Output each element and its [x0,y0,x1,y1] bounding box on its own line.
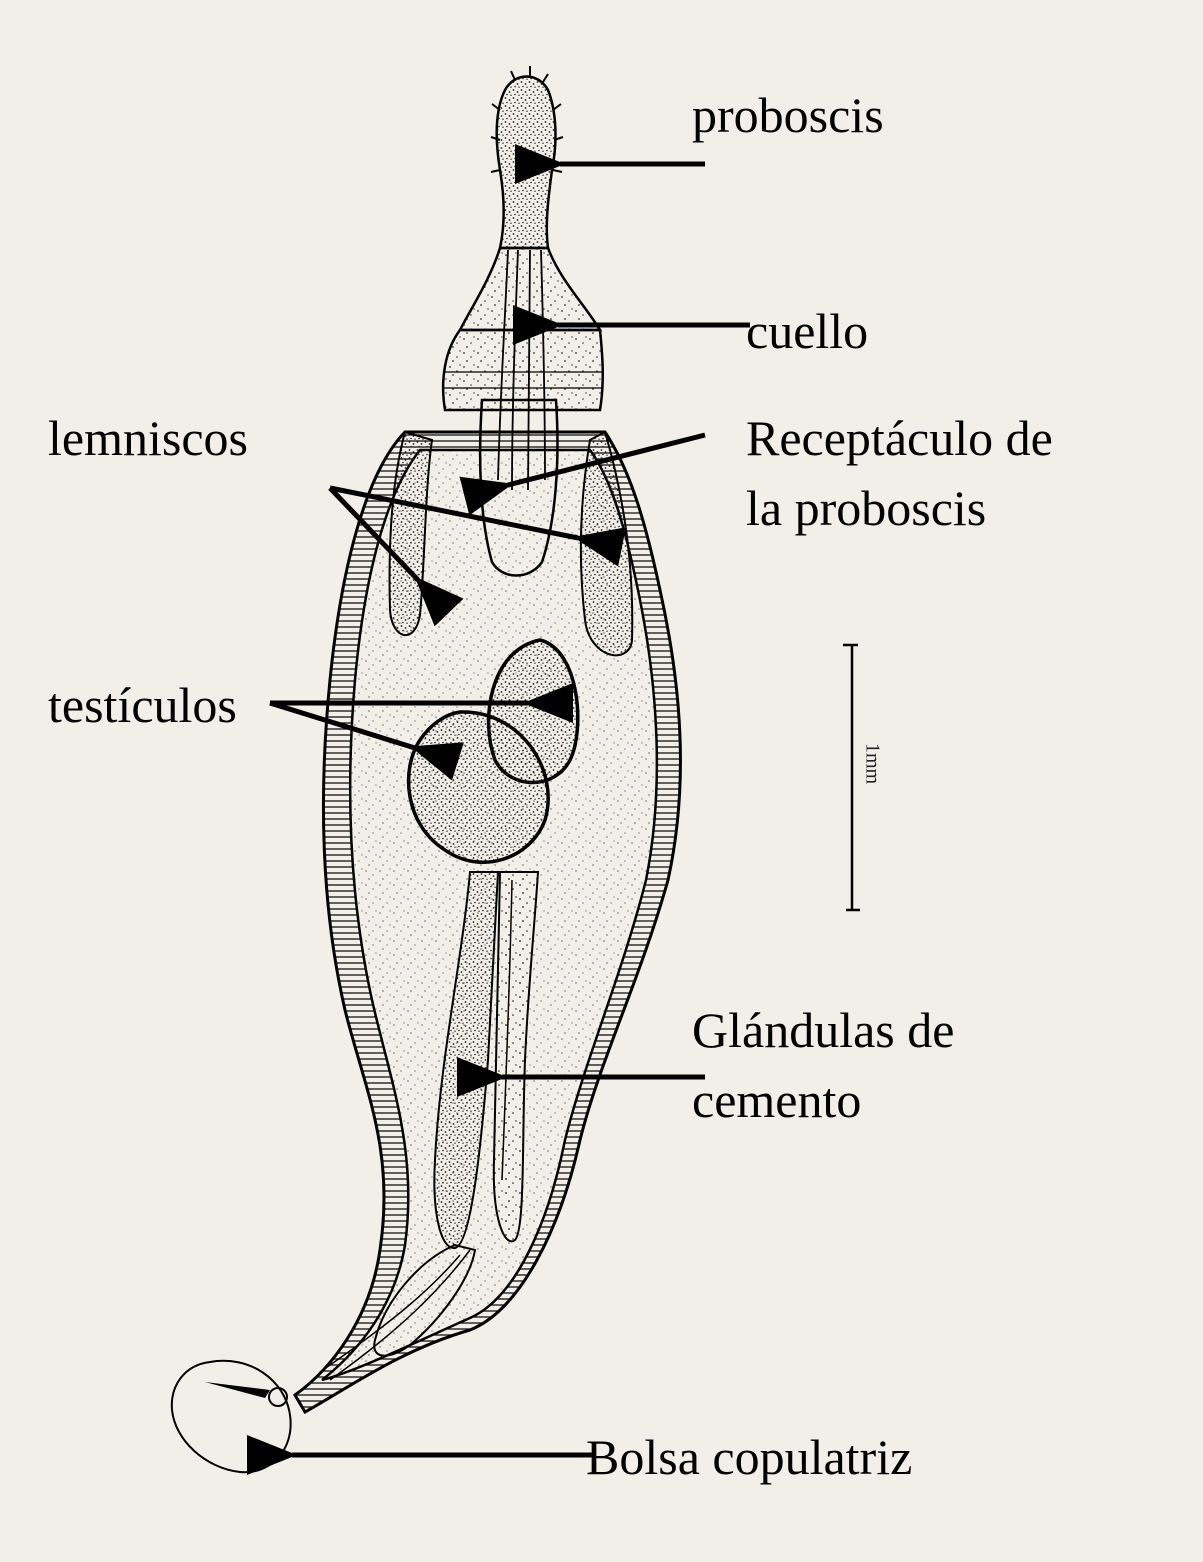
label-testiculos: testículos [48,680,237,730]
label-proboscis: proboscis [692,90,884,140]
label-lemniscos: lemniscos [48,413,248,463]
label-bolsa: Bolsa copulatriz [586,1432,912,1482]
label-glandulas-line1: Glándulas de [692,1005,954,1055]
label-receptaculo-line2: la proboscis [746,483,986,533]
label-glandulas-line2: cemento [692,1075,861,1125]
label-receptaculo-line1: Receptáculo de [746,413,1053,463]
label-cuello: cuello [746,306,868,356]
scale-bar [843,645,860,910]
scale-bar-label: 1mm [861,740,884,788]
copulatory-bursa [172,1361,291,1472]
proboscis-structure [491,66,563,248]
